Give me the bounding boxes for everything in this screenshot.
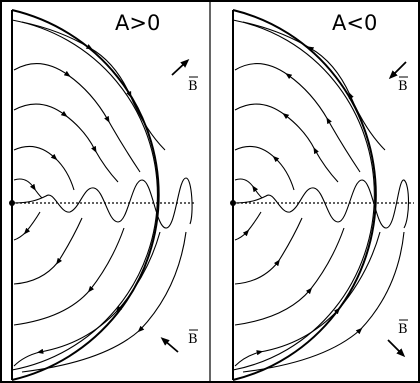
field-line-south (242, 231, 405, 373)
field-line-north (13, 178, 43, 199)
field-line-north (13, 63, 141, 173)
field-line-south (234, 231, 381, 367)
panel-a-negative: A<0 B B (230, 9, 414, 381)
field-label-b: B (398, 79, 408, 94)
field-line-south (234, 211, 262, 241)
field-line-north (13, 103, 119, 183)
field-line-north (234, 103, 339, 183)
field-line-south (13, 217, 83, 285)
arrow-down-right-icon (387, 339, 406, 358)
field-line-north (13, 145, 75, 191)
panel-a-positive: A>0 B B (9, 9, 198, 381)
field-line-south (21, 231, 187, 373)
arrow-up-right-icon (171, 58, 190, 76)
panel-title: A>0 (115, 11, 160, 35)
field-line-north (242, 21, 386, 151)
field-label-b: B (398, 322, 408, 337)
field-line-south (13, 211, 41, 241)
field-line-north (21, 21, 166, 151)
current-sheet (232, 179, 410, 229)
field-line-north (234, 145, 295, 191)
field-line-south (13, 231, 161, 367)
field-label-b: B (188, 79, 198, 94)
field-line-north (234, 63, 361, 173)
field-line-north (234, 178, 263, 199)
field-label-b: B (188, 332, 198, 347)
termination-shock (11, 19, 158, 371)
panel-title: A<0 (332, 11, 377, 35)
field-line-south (234, 217, 303, 285)
arrow-up-left-icon (160, 337, 179, 353)
heliosphere-boundary (11, 9, 160, 381)
current-sheet (11, 177, 193, 229)
arrow-down-left-icon (388, 61, 407, 80)
